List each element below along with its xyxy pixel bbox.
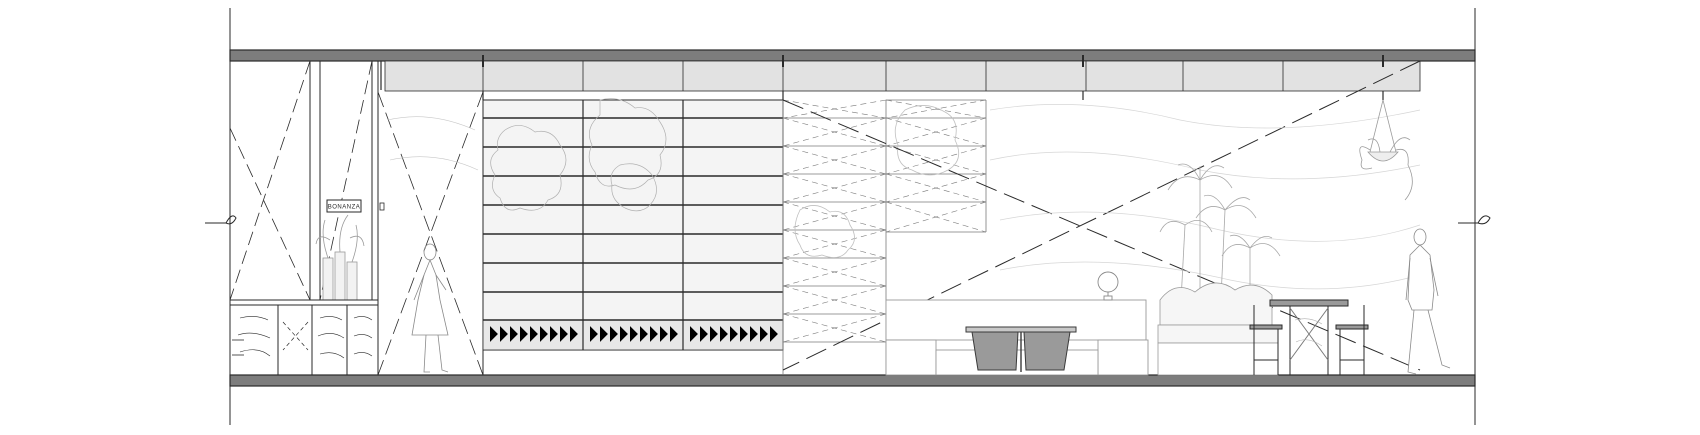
ceiling-slab <box>229 49 1476 62</box>
bonanza-sign: BONANZA <box>326 199 362 213</box>
glass-screen-wall <box>482 98 784 351</box>
plant-vases <box>315 214 365 301</box>
wall-sconce <box>379 202 385 211</box>
woman-figure <box>411 243 449 373</box>
bar-stool-left <box>1249 305 1283 375</box>
right-break-symbol <box>1458 215 1491 225</box>
bar-table <box>1269 299 1349 375</box>
left-wall-panel <box>229 60 311 301</box>
left-break-symbol <box>205 215 237 225</box>
glass-screen-plant-shadows <box>490 98 667 212</box>
bar-stool-right <box>1335 305 1369 375</box>
ceiling-hangers <box>482 55 1384 67</box>
glass-screen-herringbone <box>489 325 779 343</box>
hanging-plant <box>1359 99 1413 201</box>
table-lamp <box>1097 271 1119 301</box>
dining-table <box>965 326 1077 372</box>
planter-box <box>1157 282 1279 376</box>
glass-screen-horizontal-bars <box>483 117 783 321</box>
cross-braced-shelving-left <box>782 99 887 375</box>
ceiling-fascia <box>384 60 1421 92</box>
man-figure <box>1405 228 1451 375</box>
reception-counter <box>229 299 379 376</box>
booth-seating <box>885 299 1149 376</box>
floor-slab <box>229 374 1476 387</box>
cross-braced-shelving-right <box>885 99 987 233</box>
background-texture <box>989 104 1421 290</box>
sign-label: BONANZA <box>328 205 361 211</box>
glass-screen-mullions <box>582 100 684 350</box>
